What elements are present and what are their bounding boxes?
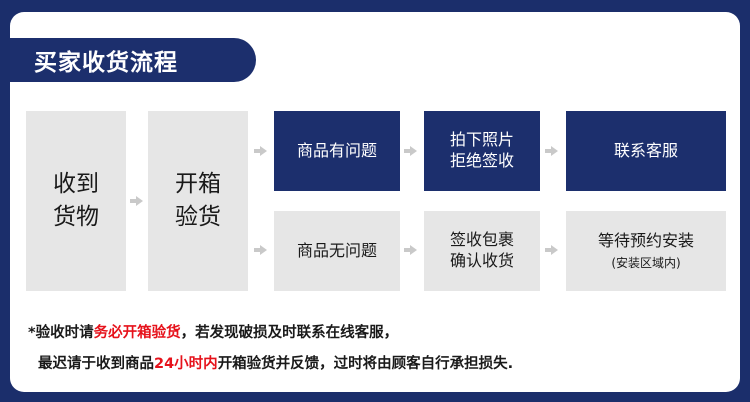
step-open-line2: 验货 [175, 204, 221, 230]
page-title-text: 买家收货流程 [34, 50, 178, 76]
arrow-right-icon [404, 245, 417, 255]
note-line-2: 最迟请于收到商品24小时内开箱验货并反馈，过时将由顾客自行承担损失. [38, 352, 513, 373]
action-sign-line2: 确认收货 [449, 251, 514, 270]
arrow-right-icon [130, 196, 143, 206]
condition-no-problem: 商品无问题 [274, 211, 400, 291]
step-receive-goods: 收到 货物 [26, 111, 126, 291]
action-photo-line1: 拍下照片 [449, 130, 514, 150]
condition-no-problem-label: 商品无问题 [296, 240, 377, 260]
note-line-2-a: 最迟请于收到商品 [38, 356, 154, 372]
note-line-1-c: ，若发现破损及时联系在线客服， [180, 325, 399, 341]
step-open-line1: 开箱 [175, 170, 221, 197]
action-sign-confirm: 签收包裹 确认收货 [424, 211, 540, 291]
action-sign-line1: 签收包裹 [449, 230, 514, 250]
result-await-install: 等待预约安装 (安装区域内) [566, 211, 726, 291]
arrow-right-icon [254, 146, 267, 156]
arrow-right-icon [545, 146, 558, 156]
result-install-label: 等待预约安装 [597, 230, 694, 250]
result-contact-service: 联系客服 [566, 111, 726, 191]
note-line-2-c: 开箱验货并反馈，过时将由顾客自行承担损失. [217, 356, 514, 372]
action-photo-line2: 拒绝签收 [449, 151, 514, 170]
arrow-right-icon [404, 146, 417, 156]
step-open-inspect: 开箱 验货 [148, 111, 248, 291]
note-line-1-a: *验收时请 [28, 325, 94, 341]
note-line-1: *验收时请务必开箱验货，若发现破损及时联系在线客服， [28, 321, 398, 342]
condition-has-problem: 商品有问题 [274, 111, 400, 191]
condition-has-problem-label: 商品有问题 [296, 140, 377, 160]
step-receive-line2: 货物 [53, 204, 99, 230]
note-line-2-highlight: 24小时内 [154, 356, 218, 372]
step-receive-line1: 收到 [53, 170, 99, 197]
page-title: 买家收货流程 [10, 38, 256, 82]
result-contact-label: 联系客服 [613, 140, 678, 160]
arrow-right-icon [254, 245, 267, 255]
result-install-note: (安装区域内) [611, 255, 681, 270]
arrow-right-icon [545, 245, 558, 255]
note-line-1-highlight: 务必开箱验货 [93, 325, 181, 341]
action-photo-refuse: 拍下照片 拒绝签收 [424, 111, 540, 191]
